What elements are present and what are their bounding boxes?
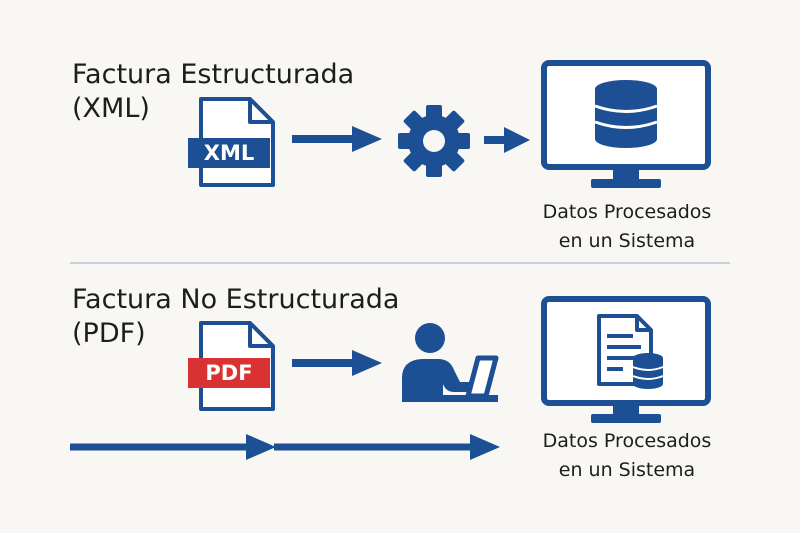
pdf-section-title: Factura No Estructurada (PDF) <box>72 283 399 351</box>
section-divider <box>70 262 730 264</box>
person-laptop-icon <box>402 323 499 402</box>
xml-section-title: Factura Estructurada (XML) <box>72 58 354 126</box>
pdf-caption-line2: en un Sistema <box>558 459 696 481</box>
arrow-right-icon <box>484 127 530 153</box>
gear-icon <box>398 105 470 177</box>
pdf-title-line2: (PDF) <box>72 318 146 349</box>
long-arrow-right-icon <box>70 434 276 460</box>
xml-caption-line2: en un Sistema <box>558 230 696 252</box>
pdf-caption: Datos Procesados en un Sistema <box>517 427 737 485</box>
database-icon <box>594 80 658 148</box>
xml-title-line2: (XML) <box>72 93 150 124</box>
xml-title-line1: Factura Estructurada <box>72 59 355 90</box>
long-arrow-right-icon <box>274 434 500 460</box>
database-icon <box>632 353 664 389</box>
monitor-document-icon <box>541 296 711 423</box>
pdf-caption-line1: Datos Procesados <box>542 430 712 452</box>
pdf-file-icon: PDF <box>188 320 276 412</box>
xml-caption-line1: Datos Procesados <box>542 201 712 223</box>
arrow-right-icon <box>292 126 382 152</box>
xml-caption: Datos Procesados en un Sistema <box>517 198 737 256</box>
xml-file-icon: XML <box>188 96 276 188</box>
pdf-file-badge: PDF <box>188 358 270 388</box>
xml-file-badge: XML <box>188 138 270 168</box>
pdf-title-line1: Factura No Estructurada <box>72 284 400 315</box>
arrow-right-icon <box>292 350 382 376</box>
monitor-database-icon <box>541 60 711 188</box>
